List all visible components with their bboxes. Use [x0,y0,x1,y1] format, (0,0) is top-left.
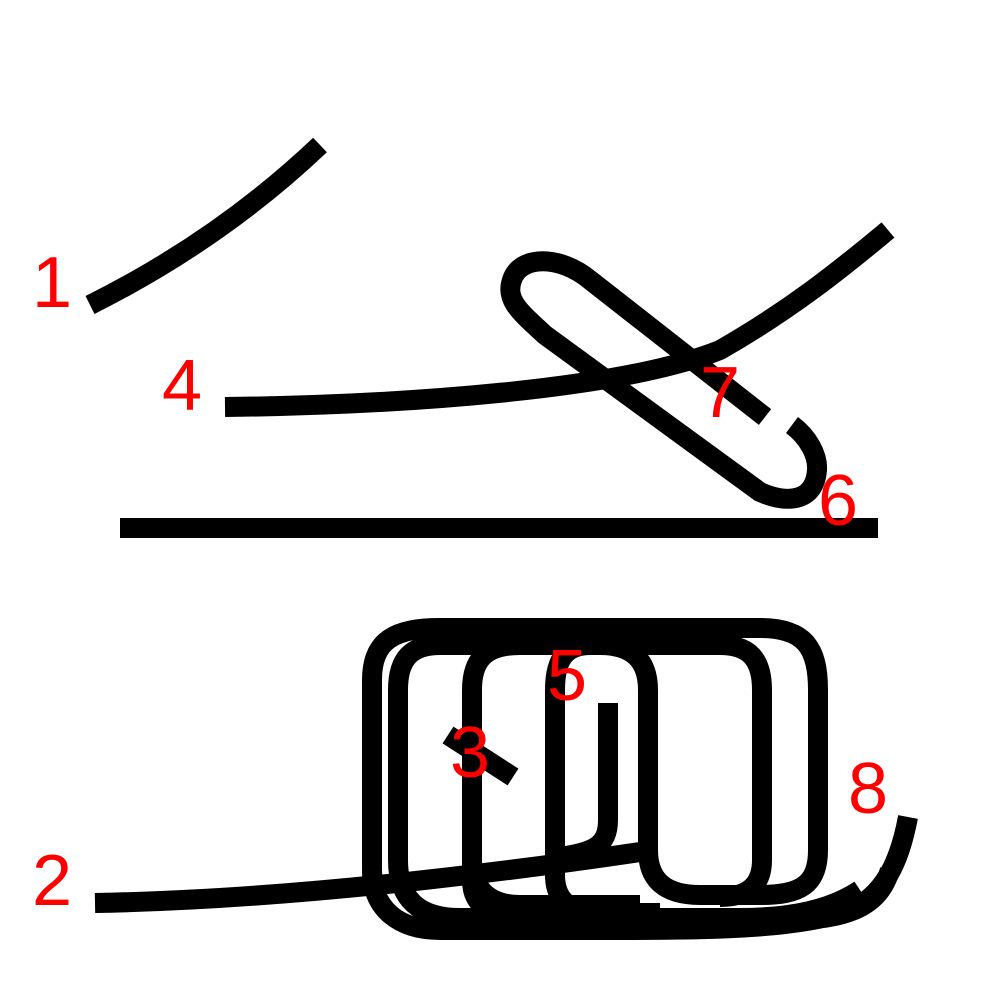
coil-loop-2 [388,635,866,928]
label-8: 8 [848,749,888,829]
label-6: 6 [818,461,858,541]
label-1: 1 [32,243,72,323]
label-7: 7 [700,353,740,433]
label-5: 5 [547,636,587,716]
coil-strands [94,618,918,940]
strand-4 [224,222,895,417]
strand-1 [85,137,327,314]
label-3: 3 [450,713,490,793]
strand-5 [558,703,618,867]
coil-loop-3 [462,859,640,915]
label-2: 2 [32,841,72,921]
coil-loop-inner [545,635,660,923]
strand-6-7-loop [500,251,828,509]
label-4: 4 [162,346,202,426]
